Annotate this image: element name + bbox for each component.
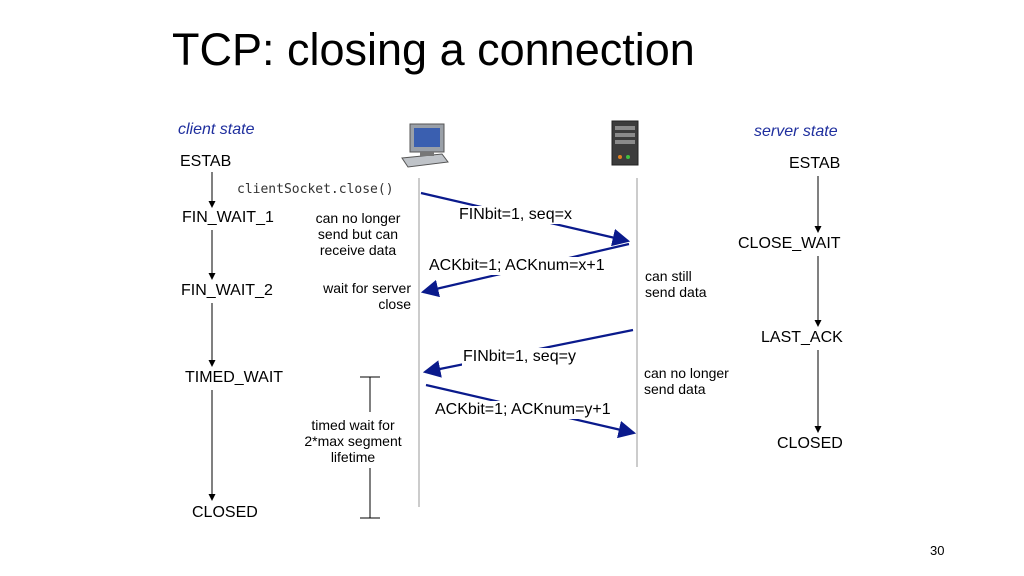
ack1-label: ACKbit=1; ACKnum=x+1 [428,257,606,275]
fin1-label: FINbit=1, seq=x [458,206,573,224]
client-wait-note: wait for server close [323,280,411,312]
client-computer-icon [401,123,449,168]
server-state-last-ack: LAST_ACK [761,329,843,346]
server-state-estab: ESTAB [789,155,841,172]
server-state-close-wait: CLOSE_WAIT [738,235,841,252]
client-state-fin-wait-1: FIN_WAIT_1 [182,209,274,226]
client-timed-wait-note: timed wait for 2*max segment lifetime [304,417,402,465]
client-state-estab: ESTAB [180,153,232,170]
ack2-label: ACKbit=1; ACKnum=y+1 [434,401,612,419]
timed-wait-bracket [360,376,380,519]
client-socket-close-call: clientSocket.close() [237,182,394,197]
server-state-heading: server state [754,123,838,140]
server-tower-icon [611,120,639,166]
page-title: TCP: closing a connection [172,24,695,75]
page-number: 30 [930,543,945,558]
server-state-closed: CLOSED [777,435,843,452]
client-state-timed-wait: TIMED_WAIT [185,369,284,386]
client-state-heading: client state [178,121,255,138]
client-no-send-note: can no longer send but can receive data [315,210,401,258]
client-state-fin-wait-2: FIN_WAIT_2 [181,282,273,299]
server-no-send-note: can no longer send data [644,365,729,397]
client-state-closed: CLOSED [192,504,258,521]
fin2-label: FINbit=1, seq=y [462,348,577,366]
server-can-send-note: can still send data [645,268,707,300]
